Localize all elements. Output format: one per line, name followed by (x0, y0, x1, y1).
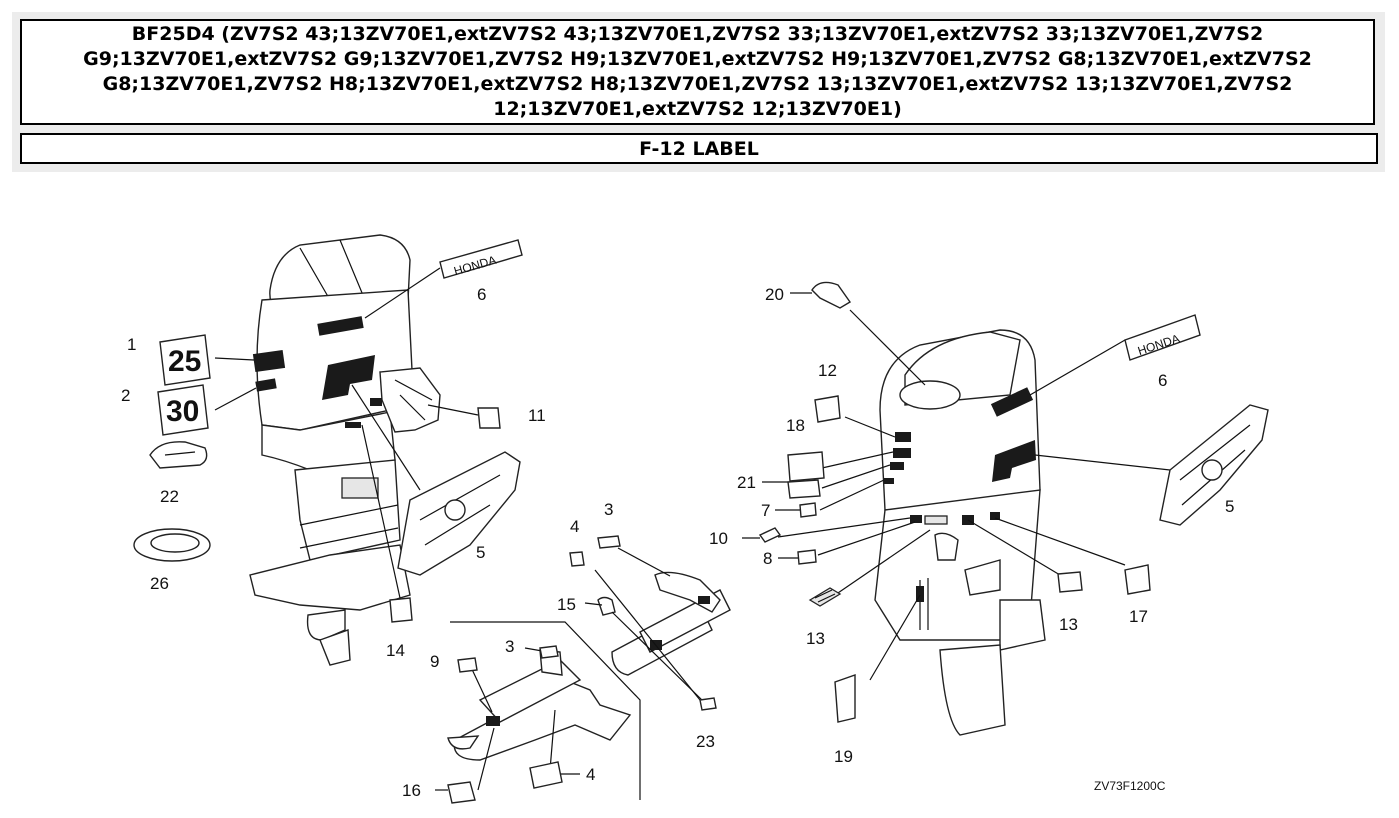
label-6-brand-left: HONDA (439, 239, 523, 279)
section-box: F-12 LABEL (20, 133, 1378, 164)
callout-12: 12 (818, 361, 837, 380)
callout-21: 21 (737, 473, 756, 492)
section-title: F-12 LABEL (639, 137, 759, 160)
label-3-remote (539, 645, 559, 659)
callout-5-left: 5 (476, 543, 485, 562)
callout-6-left: 6 (477, 285, 486, 304)
callout-13-right: 13 (1059, 615, 1078, 634)
callout-14: 14 (386, 641, 405, 660)
right-outboard-motor (874, 329, 1046, 736)
callout-3-top: 3 (604, 500, 613, 519)
label-16 (447, 781, 476, 804)
callout-19: 19 (834, 747, 853, 766)
label-11 (477, 407, 501, 429)
remote-control-assembly (447, 621, 641, 800)
label-21 (787, 479, 821, 499)
label-17 (1124, 564, 1151, 595)
callout-18: 18 (786, 416, 805, 435)
callout-7: 7 (761, 501, 770, 520)
callout-5-right: 5 (1225, 497, 1234, 516)
label-5-left (397, 451, 521, 576)
callout-22: 22 (160, 487, 179, 506)
label-4-remote (529, 761, 563, 789)
label-26-emblem (133, 528, 211, 562)
label-30-badge: 30 (157, 384, 209, 436)
label-7 (799, 502, 817, 518)
label-22-emblem (149, 441, 208, 469)
label-4-small (569, 551, 585, 567)
label-20 (811, 281, 852, 309)
svg-text:25: 25 (168, 345, 201, 378)
callout-4-remote: 4 (586, 765, 595, 784)
callout-17: 17 (1129, 607, 1148, 626)
label-13-right (1057, 571, 1083, 593)
label-13-left (808, 587, 842, 607)
callout-1: 1 (127, 335, 136, 354)
label-25-badge: 25 (159, 334, 211, 386)
label-23 (699, 697, 717, 711)
callout-10: 10 (709, 529, 728, 548)
label-3-small (597, 535, 621, 549)
callout-4-top: 4 (570, 517, 579, 536)
callout-20: 20 (765, 285, 784, 304)
callout-3-remote: 3 (505, 637, 514, 656)
callout-23: 23 (696, 732, 715, 751)
page-title: BF25D4 (ZV7S2 43;13ZV70E1,extZV7S2 43;13… (83, 23, 1312, 120)
label-10 (758, 527, 782, 543)
tiller-handle-assembly (597, 571, 731, 676)
callout-8: 8 (763, 549, 772, 568)
label-14 (389, 597, 413, 623)
callout-26: 26 (150, 574, 169, 593)
callout-2: 2 (121, 386, 130, 405)
label-9 (457, 657, 478, 673)
svg-text:30: 30 (166, 395, 199, 428)
label-18 (787, 451, 825, 482)
left-outboard-motor (214, 234, 479, 666)
label-12 (814, 395, 841, 423)
label-5-right (1159, 404, 1269, 526)
diagram-code: ZV73F1200C (1094, 779, 1166, 793)
callout-6-right: 6 (1158, 371, 1167, 390)
callout-numbers: 1 2 22 26 6 11 5 14 4 3 15 23 9 3 16 4 2… (121, 285, 1234, 800)
label-19 (834, 674, 856, 723)
title-box: BF25D4 (ZV7S2 43;13ZV70E1,extZV7S2 43;13… (20, 19, 1375, 125)
callout-13-left: 13 (806, 629, 825, 648)
callout-15: 15 (557, 595, 576, 614)
callout-9: 9 (430, 652, 439, 671)
callout-11: 11 (528, 406, 546, 425)
label-8 (797, 549, 817, 565)
callout-16: 16 (402, 781, 421, 800)
label-6-brand-right: HONDA (1124, 314, 1201, 361)
